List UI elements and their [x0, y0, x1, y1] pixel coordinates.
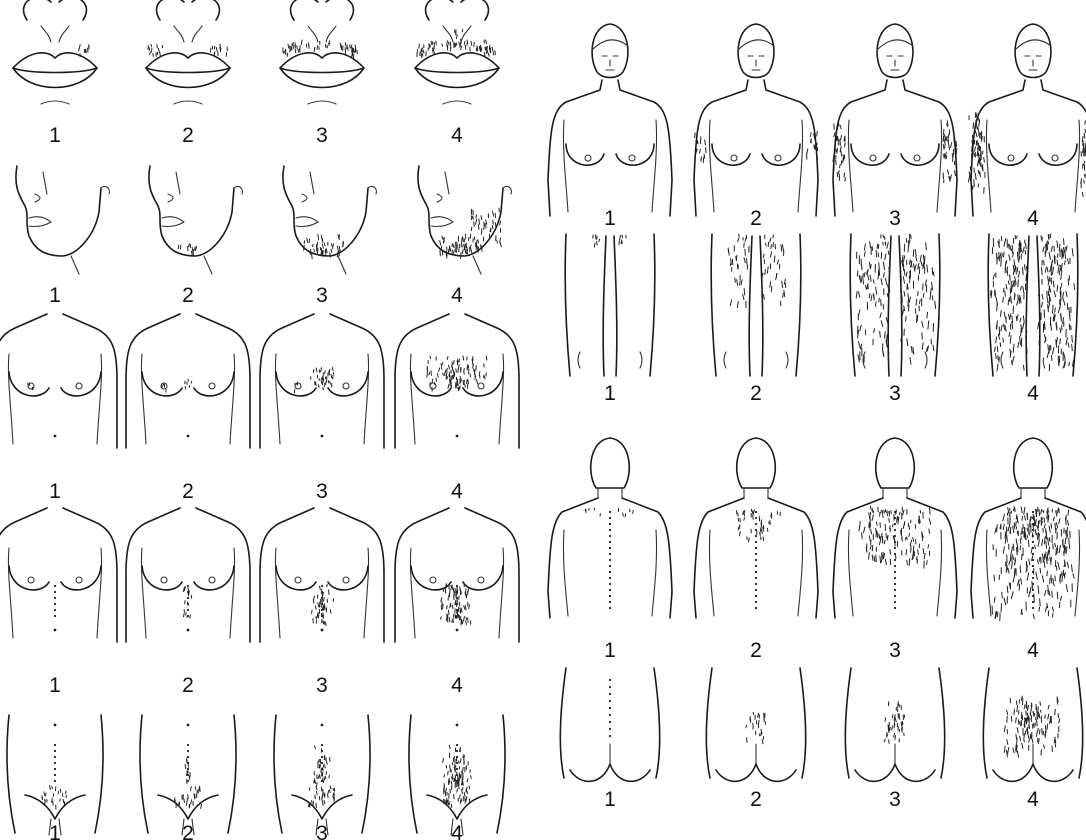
panel-lower-back	[560, 668, 1082, 781]
thigh-score-label-3: 3	[889, 382, 901, 405]
upper-abdomen-score-label-4: 4	[451, 674, 463, 697]
thigh-drawing-2	[711, 234, 801, 376]
lower-back-drawing-2	[706, 668, 805, 781]
thigh-drawing-4	[988, 234, 1078, 376]
chest-drawing-3	[260, 314, 384, 448]
panel-lower-abdomen	[7, 715, 505, 835]
lower-abdomen-score-label-4: 4	[451, 822, 463, 840]
upper-back-drawing-1	[548, 438, 672, 618]
upper-abdomen-drawing-4	[395, 508, 519, 642]
panel-arm	[548, 24, 1086, 216]
lower-abdomen-drawing-3	[274, 715, 370, 835]
upper-lip-drawing-3	[280, 0, 364, 104]
arm-score-label-4: 4	[1027, 207, 1039, 230]
lower-back-drawing-4	[983, 668, 1082, 781]
lower-back-score-label-2: 2	[750, 788, 762, 811]
thigh-score-label-4: 4	[1027, 382, 1039, 405]
upper-abdomen-score-label-2: 2	[182, 674, 194, 697]
score-labels: 1 2 3 4 1 2 3 4 1 2 3 4 1 2 3 4 1 2 3 4 1 2 3 4 1 2 3 4 1 2 3 4 1 2 3 4	[49, 124, 1039, 840]
arm-score-label-1: 1	[604, 207, 616, 230]
upper-back-score-label-1: 1	[604, 639, 616, 662]
upper-abdomen-drawing-3	[260, 508, 384, 642]
upper-back-score-label-3: 3	[889, 639, 901, 662]
arm-drawing-1	[548, 24, 672, 216]
lower-back-score-label-1: 1	[604, 788, 616, 811]
upper-lip-drawing-4	[415, 0, 499, 104]
chest-drawing-2	[126, 314, 250, 448]
arm-score-label-2: 2	[750, 207, 762, 230]
upper-lip-score-label-1: 1	[49, 124, 61, 147]
arm-drawing-4	[968, 24, 1086, 216]
chest-score-label-3: 3	[316, 480, 328, 503]
thigh-drawing-1	[565, 234, 655, 376]
upper-abdomen-drawing-1	[0, 508, 117, 642]
upper-abdomen-score-label-3: 3	[316, 674, 328, 697]
lower-back-drawing-1	[560, 668, 659, 781]
upper-lip-drawing-1	[13, 0, 97, 104]
lower-abdomen-drawing-2	[140, 715, 236, 835]
upper-back-drawing-3	[833, 438, 957, 618]
chest-score-label-4: 4	[451, 480, 463, 503]
lower-abdomen-drawing-1	[7, 715, 103, 835]
chin-drawing-3	[283, 166, 376, 274]
chest-drawing-4	[395, 314, 519, 448]
lower-abdomen-score-label-1: 1	[49, 822, 61, 840]
upper-lip-score-label-4: 4	[451, 124, 463, 147]
upper-back-score-label-4: 4	[1027, 639, 1039, 662]
upper-abdomen-score-label-1: 1	[49, 674, 61, 697]
thigh-score-label-2: 2	[750, 382, 762, 405]
chin-score-label-1: 1	[49, 284, 61, 307]
lower-back-drawing-3	[845, 668, 944, 781]
thigh-score-label-1: 1	[604, 382, 616, 405]
lower-abdomen-score-label-3: 3	[316, 822, 328, 840]
upper-lip-score-label-2: 2	[182, 124, 194, 147]
upper-back-score-label-2: 2	[750, 639, 762, 662]
panel-thigh	[565, 234, 1078, 376]
chin-drawing-2	[149, 166, 242, 274]
arm-drawing-2	[694, 24, 818, 216]
chin-score-label-2: 2	[182, 284, 194, 307]
chest-score-label-1: 1	[49, 480, 61, 503]
upper-back-drawing-2	[694, 438, 818, 618]
lower-abdomen-drawing-4	[409, 715, 505, 835]
panel-chin	[16, 166, 511, 274]
panel-upper-back	[548, 438, 1086, 621]
upper-back-drawing-4	[971, 438, 1086, 621]
thigh-drawing-3	[850, 234, 940, 376]
chin-drawing-1	[16, 166, 109, 274]
upper-abdomen-drawing-2	[126, 508, 250, 642]
lower-back-score-label-4: 4	[1027, 788, 1039, 811]
chin-score-label-4: 4	[451, 284, 463, 307]
lower-abdomen-score-label-2: 2	[182, 822, 194, 840]
panel-chest	[0, 314, 519, 448]
chin-score-label-3: 3	[316, 284, 328, 307]
arm-drawing-3	[833, 24, 957, 216]
upper-lip-score-label-3: 3	[316, 124, 328, 147]
chest-score-label-2: 2	[182, 480, 194, 503]
panel-upper-lip	[13, 0, 499, 104]
lower-back-score-label-3: 3	[889, 788, 901, 811]
upper-lip-drawing-2	[146, 0, 230, 104]
arm-score-label-3: 3	[889, 207, 901, 230]
chin-drawing-4	[418, 166, 511, 274]
chest-drawing-1	[0, 314, 117, 448]
panel-upper-abdomen	[0, 508, 519, 642]
